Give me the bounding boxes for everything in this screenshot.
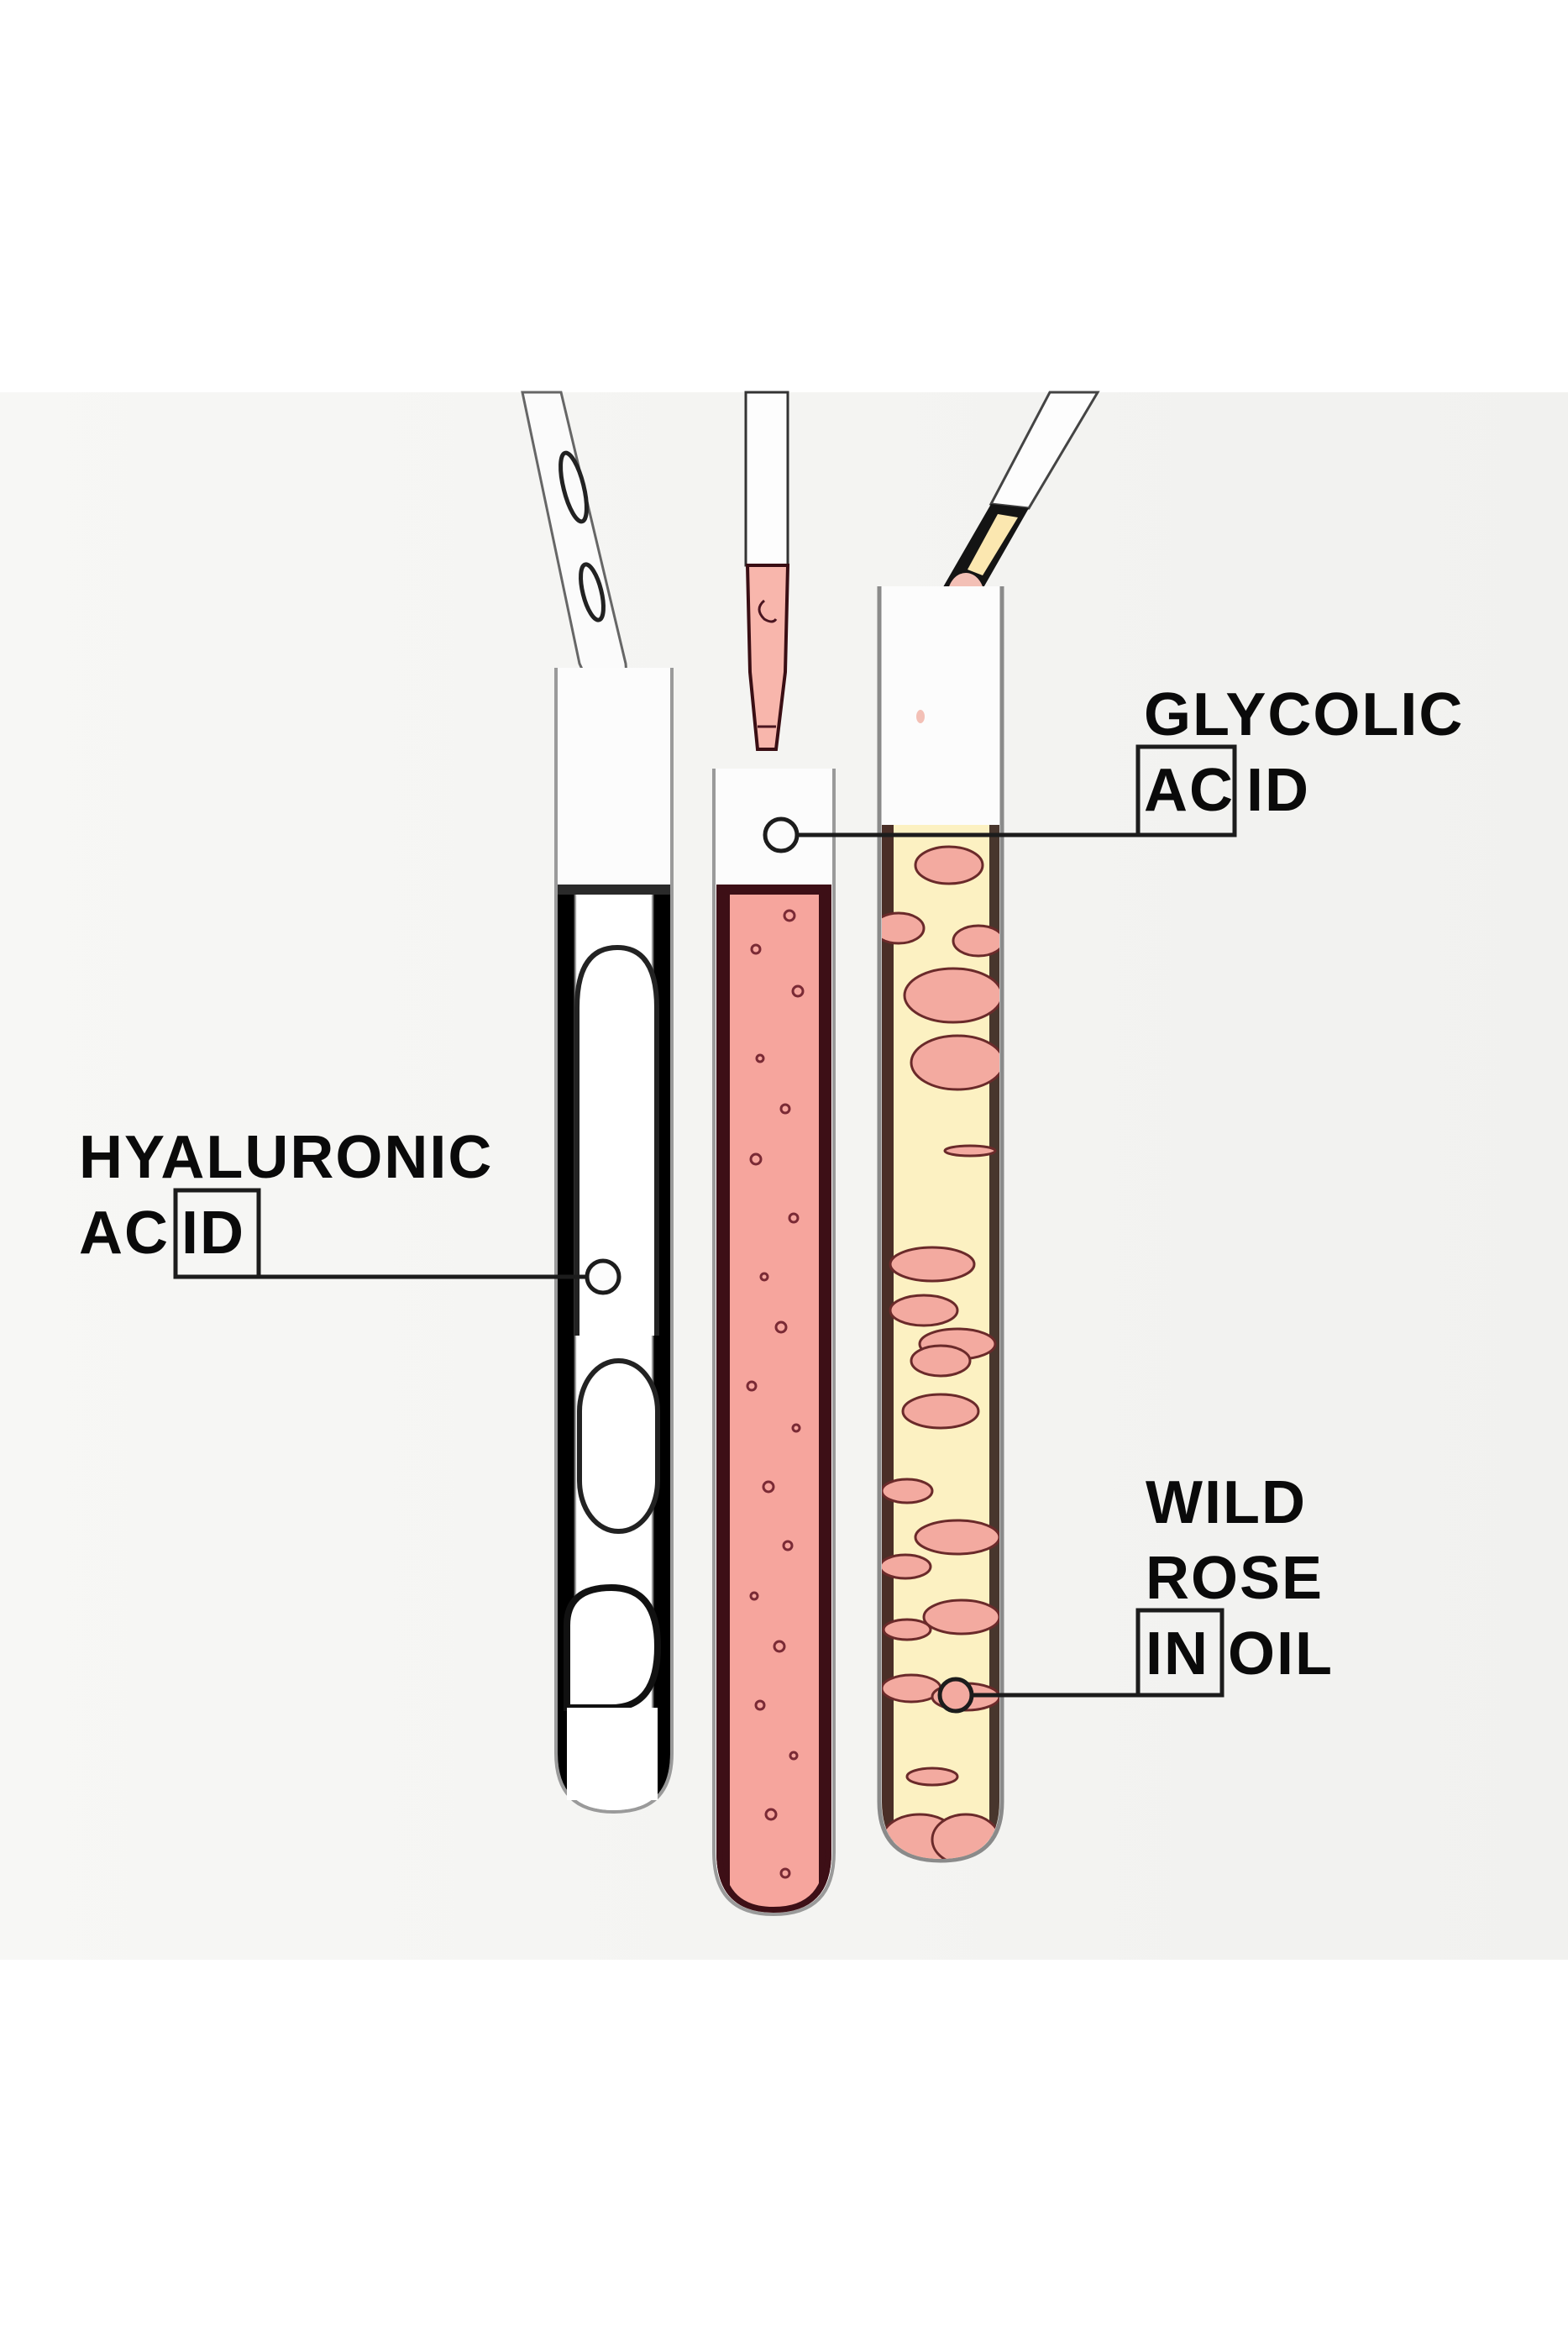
oil-droplets bbox=[882, 845, 999, 1859]
middle-pipette bbox=[744, 391, 790, 751]
callout-connectors bbox=[173, 744, 1237, 1714]
hyaluronic-highlight-box bbox=[173, 1188, 261, 1279]
pink-tube bbox=[712, 769, 836, 1917]
hyaluronic-marker bbox=[585, 1258, 621, 1295]
clear-tube bbox=[554, 668, 674, 1814]
wild-rose-highlight-box bbox=[1135, 1608, 1225, 1698]
label-line: GLYCOLIC bbox=[1144, 681, 1465, 748]
label-line: ROSE bbox=[1146, 1545, 1324, 1612]
glycolic-highlight-box bbox=[1135, 744, 1237, 837]
pink-bubbles bbox=[746, 909, 805, 1879]
label-line: WILD bbox=[1146, 1469, 1307, 1536]
oil-tube bbox=[877, 586, 1004, 1863]
glycolic-marker bbox=[763, 816, 800, 853]
wild-rose-marker bbox=[937, 1677, 974, 1714]
label-line: HYALURONIC bbox=[79, 1124, 494, 1191]
